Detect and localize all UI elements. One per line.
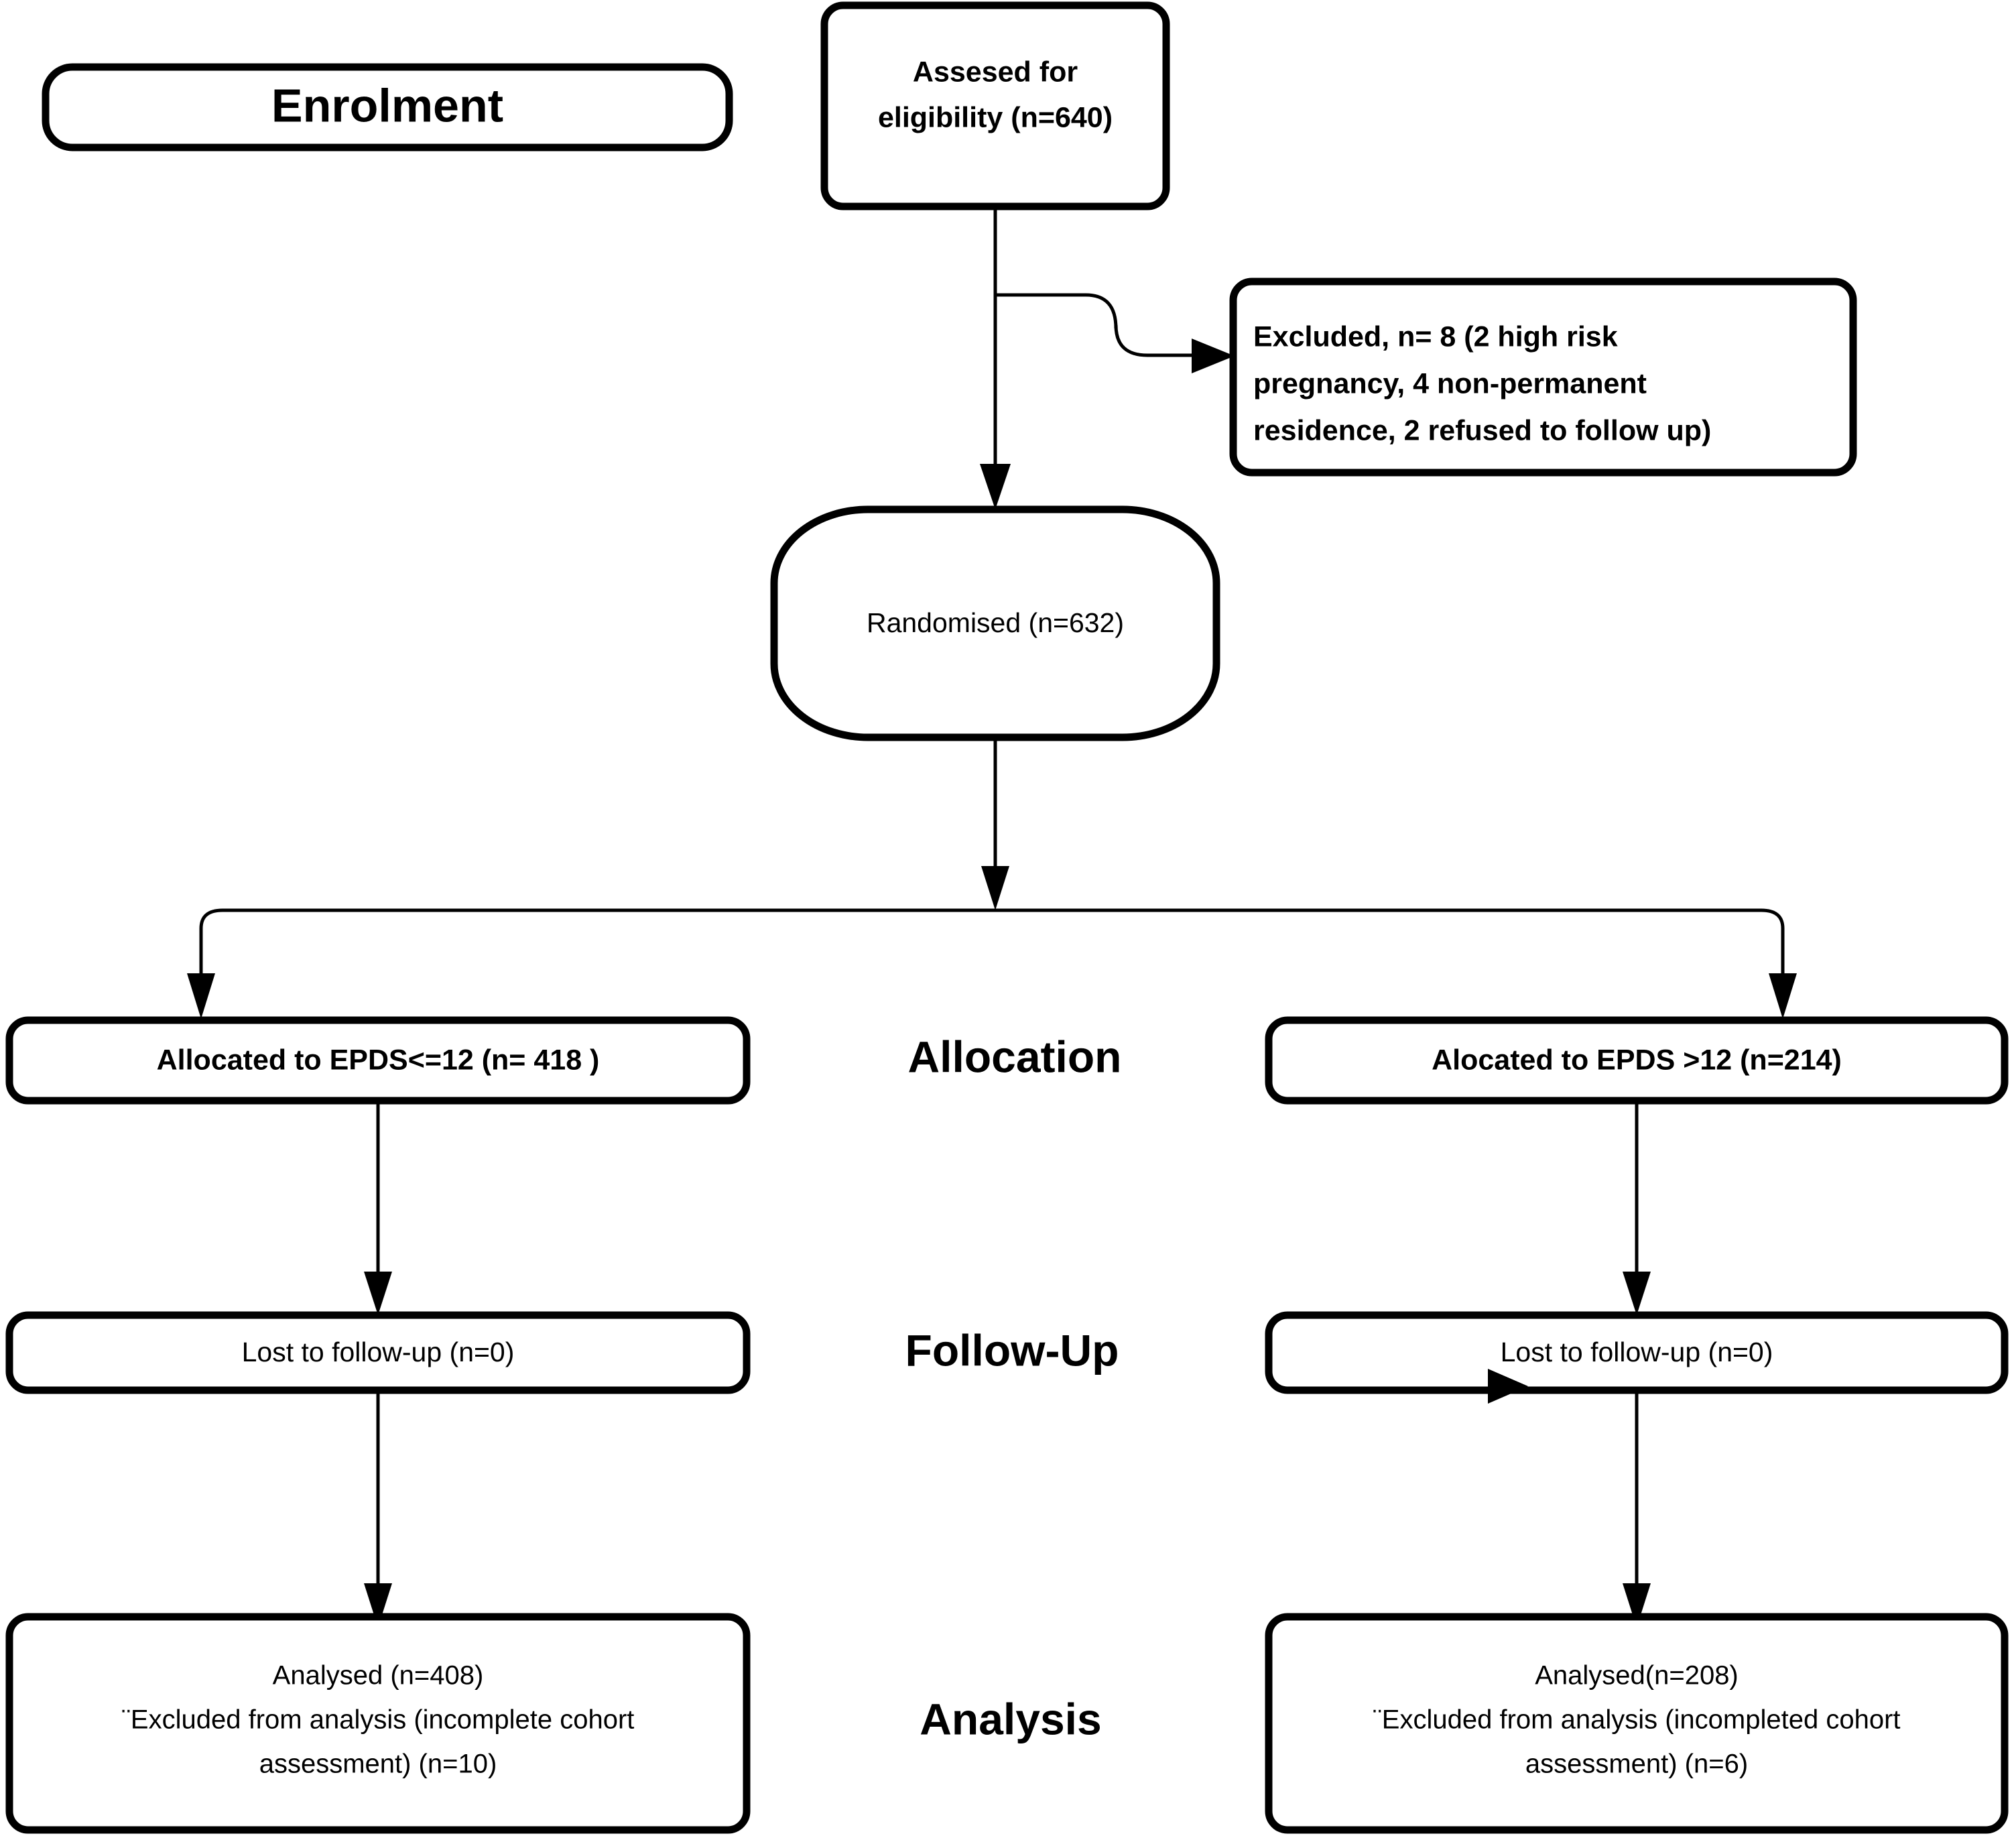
arrow-down-icon [981,866,1009,910]
connector-randomised-split [187,737,1797,1019]
node-randomised: Randomised (n=632) [770,505,1220,741]
connector-allocation-to-followup-right [1623,1101,1651,1315]
arrow-down-icon [364,1272,392,1315]
stage-label-follow-up: Follow-Up [905,1325,1119,1375]
connector-assessed-to-excluded [995,293,1235,373]
analysed-right-line-2: ¨Excluded from analysis (incompleted coh… [1373,1705,1900,1735]
stage-label-analysis: Analysis [920,1694,1101,1743]
analysed-left-box [5,1613,751,1834]
stray-arrow-right-icon [1488,1369,1528,1404]
analysed-right-line-3: assessment) (n=6) [1525,1750,1748,1779]
analysed-left-line-3: assessment) (n=10) [259,1750,497,1779]
node-excluded: Excluded, n= 8 (2 high risk pregnancy, 4… [1229,278,1857,477]
arrow-down-icon [1623,1583,1651,1628]
lost-right-label: Lost to follow-up (n=0) [1501,1337,1773,1367]
arrow-down-icon-right [1769,973,1797,1019]
arrow-down-icon [980,464,1011,509]
excluded-line-2: pregnancy, 4 non-permanent [1253,367,1647,400]
allocated-right-label: Alocated to EPDS >12 (n=214) [1432,1044,1842,1076]
connector-allocation-to-followup-left [364,1101,392,1315]
assessed-line-2: eligibility (n=640) [878,101,1113,133]
stage-label-enrolment: Enrolment [42,63,733,151]
lost-left-label: Lost to follow-up (n=0) [242,1337,515,1367]
excluded-branch-line [995,293,1206,357]
connector-assessed-to-randomised [980,208,1011,509]
analysis-label-text: Analysis [920,1694,1101,1743]
analysed-left-line-2: ¨Excluded from analysis (incomplete coho… [122,1705,635,1735]
node-allocated-left: Allocated to EPDS<=12 (n= 418 ) [5,1016,751,1105]
connector-followup-to-analysis-right [1623,1390,1651,1628]
analysed-right-line-1: Analysed(n=208) [1535,1661,1739,1691]
arrow-down-icon [1623,1272,1651,1315]
assessed-line-1: Assesed for [913,56,1078,88]
randomised-label: Randomised (n=632) [867,607,1124,638]
enrolment-label-text: Enrolment [271,79,503,131]
split-bar [199,908,1785,979]
allocated-left-label: Allocated to EPDS<=12 (n= 418 ) [157,1044,600,1076]
arrow-right-icon [1192,339,1235,373]
node-analysed-left: Analysed (n=408) ¨Excluded from analysis… [5,1613,751,1834]
follow-up-label-text: Follow-Up [905,1325,1119,1375]
node-lost-right: Lost to follow-up (n=0) [1265,1311,2009,1404]
stage-label-allocation: Allocation [907,1032,1121,1081]
connector-followup-to-analysis-left [364,1390,392,1628]
analysed-right-box [1265,1613,2009,1834]
node-assessed-for-eligibility: Assesed for eligibility (n=640) [820,1,1170,210]
node-allocated-right: Alocated to EPDS >12 (n=214) [1265,1016,2009,1105]
enrolment-label-box [42,63,733,151]
assessed-box [820,1,1170,210]
node-lost-left: Lost to follow-up (n=0) [5,1311,751,1394]
node-analysed-right: Analysed(n=208) ¨Excluded from analysis … [1265,1613,2009,1834]
excluded-line-3: residence, 2 refused to follow up) [1253,414,1711,446]
arrow-down-icon-left [187,973,215,1019]
excluded-box [1229,278,1857,477]
arrow-down-icon [364,1583,392,1628]
allocation-label-text: Allocation [907,1032,1121,1081]
analysed-left-line-1: Analysed (n=408) [273,1661,484,1691]
excluded-line-1: Excluded, n= 8 (2 high risk [1253,320,1618,353]
